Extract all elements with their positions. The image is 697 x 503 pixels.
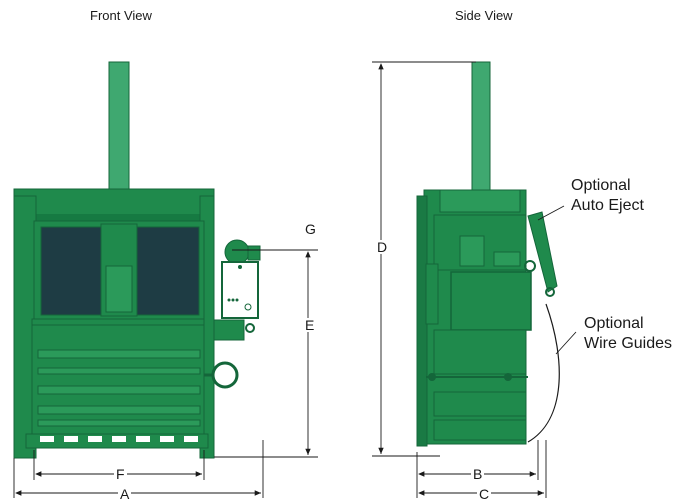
front-lower-door	[31, 318, 205, 437]
dimension-c-label: C	[477, 486, 492, 502]
dimension-d-label: D	[375, 239, 390, 255]
side-view-machine	[416, 61, 560, 447]
side-cylinder-rod	[471, 61, 491, 191]
callout-wire-guides: Optional Wire Guides	[584, 314, 672, 354]
dimension-e-label: E	[303, 317, 317, 333]
callout-auto-eject: Optional Auto Eject	[571, 176, 644, 216]
front-handwheel	[211, 361, 239, 389]
front-view-machine	[13, 61, 261, 459]
front-control-panel	[221, 261, 259, 319]
side-auto-eject-arm	[527, 211, 558, 293]
side-wire-guide	[527, 303, 560, 443]
callout-wire-guides-line2: Wire Guides	[584, 335, 673, 352]
front-view-title: Front View	[90, 8, 152, 23]
callout-auto-eject-line1: Optional	[571, 177, 631, 194]
callout-auto-eject-line2: Auto Eject	[571, 197, 644, 214]
dimension-f-label: F	[114, 466, 127, 482]
dimension-b-label: B	[471, 466, 485, 482]
side-view-title: Side View	[455, 8, 513, 23]
front-right-window	[136, 226, 200, 316]
callout-wire-guides-line1: Optional	[584, 315, 644, 332]
side-motor-housing	[450, 271, 532, 331]
dimension-g-label: G	[303, 221, 318, 237]
dimension-a-label: A	[118, 486, 132, 502]
front-cylinder-rod	[108, 61, 130, 191]
front-left-window	[40, 226, 102, 316]
front-motor	[224, 239, 250, 265]
